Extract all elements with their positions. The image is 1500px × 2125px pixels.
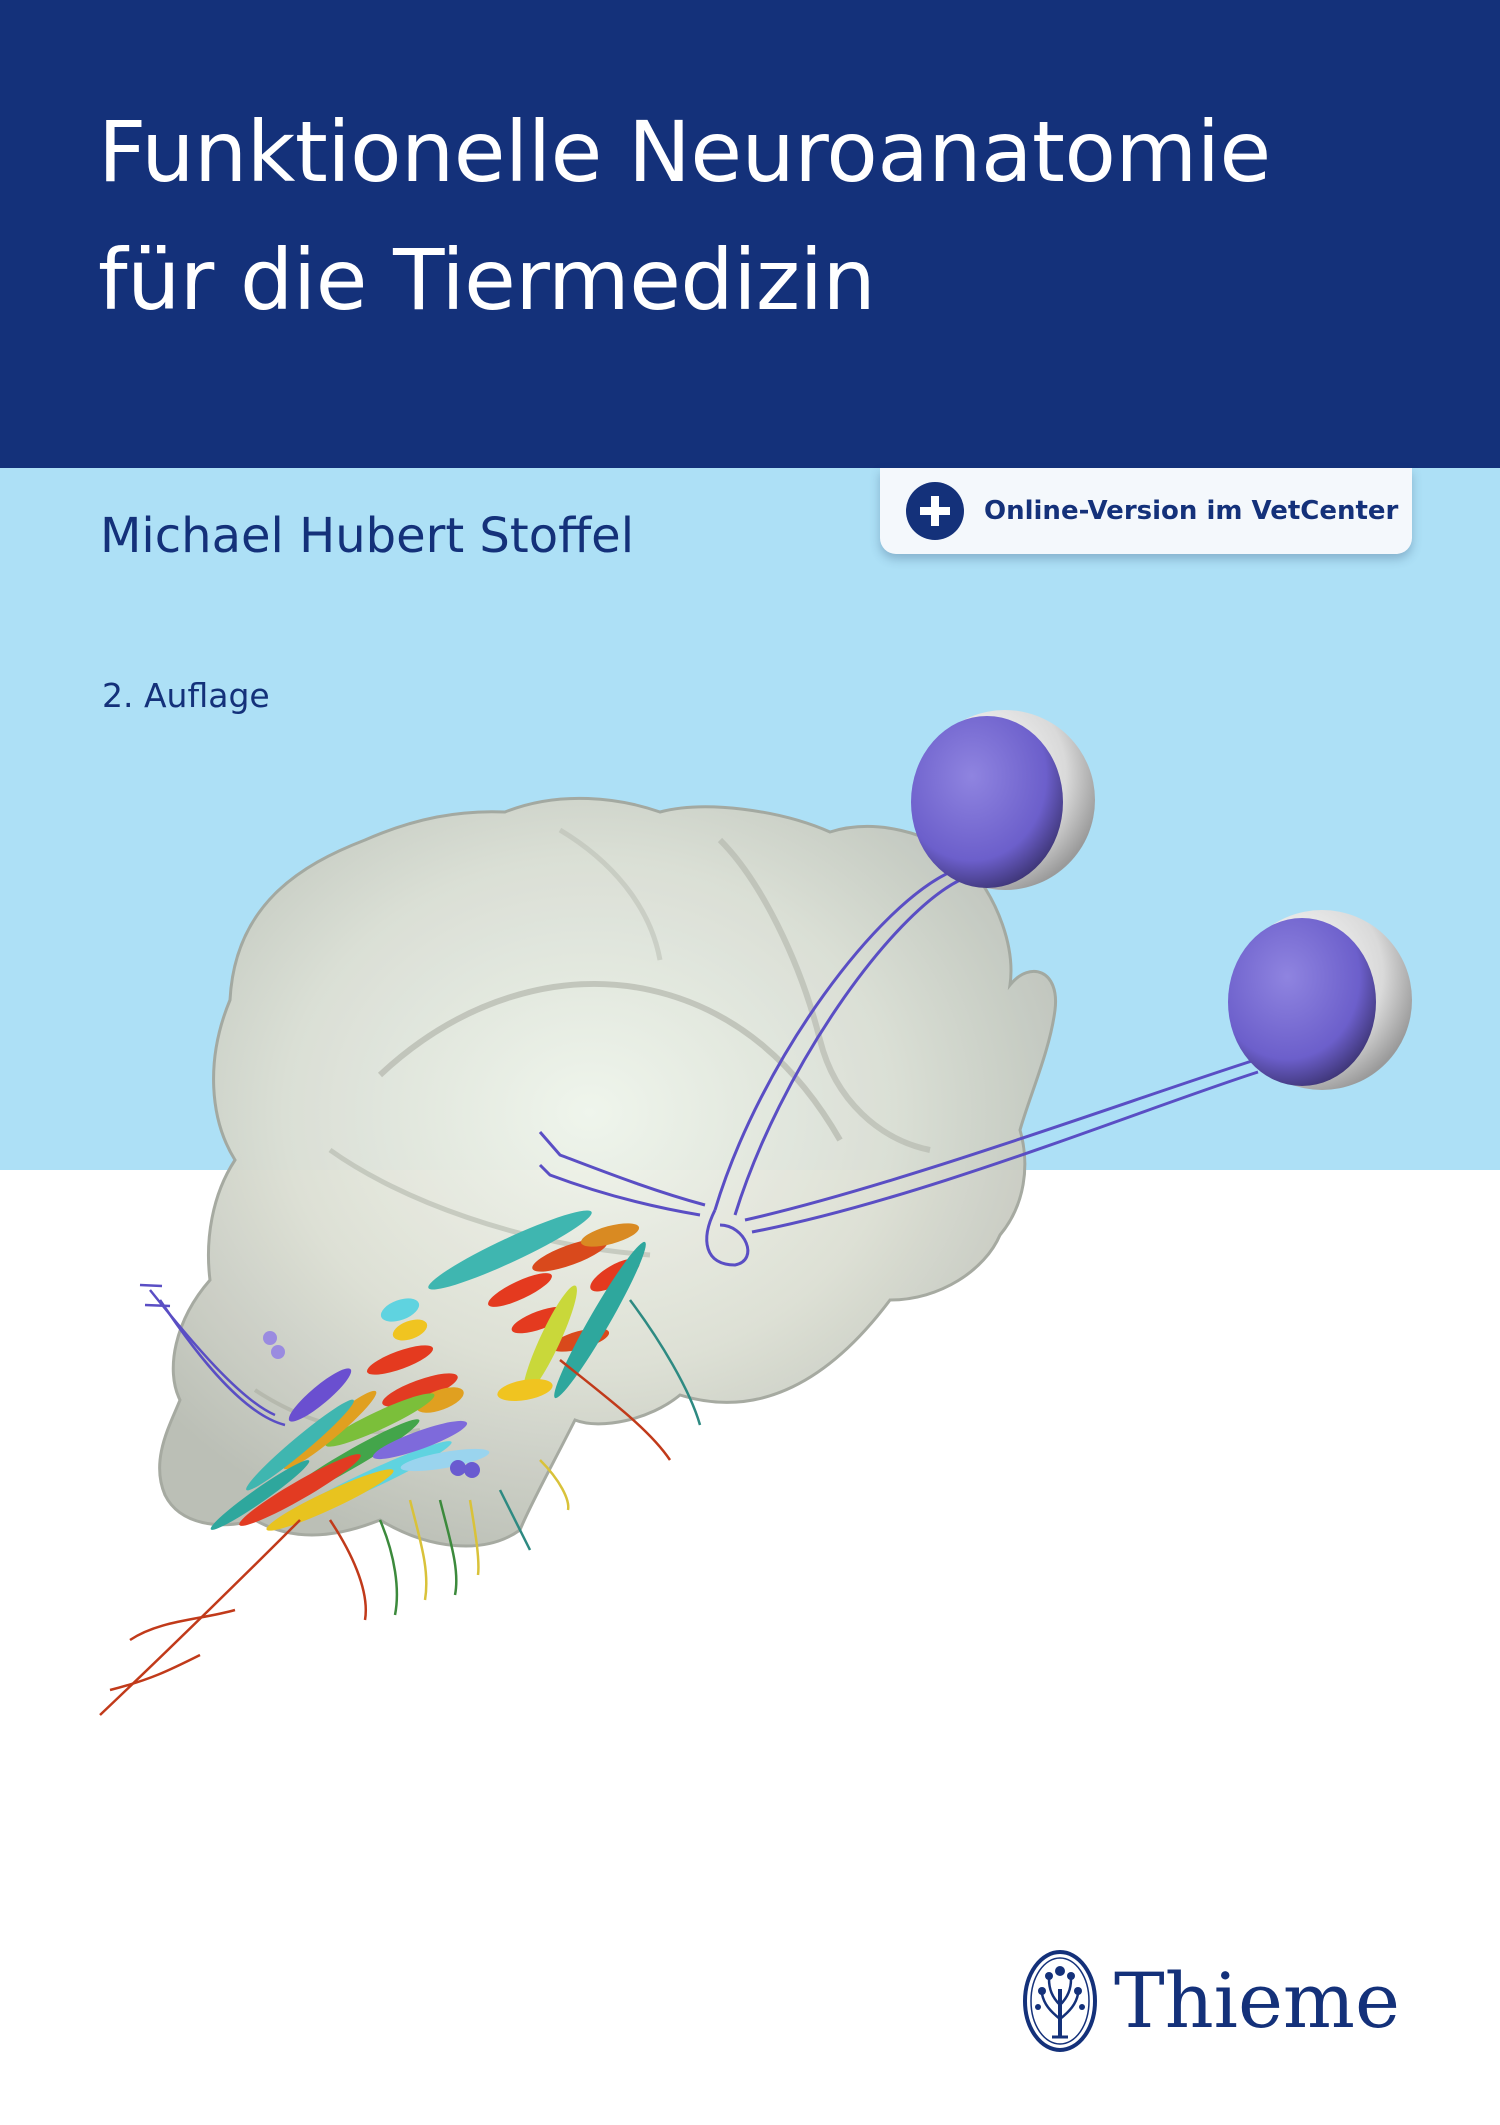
online-version-label: Online-Version im VetCenter (984, 496, 1399, 526)
eye-upper (911, 710, 1095, 890)
eye-lower (1228, 910, 1412, 1090)
tree-seal-icon (1023, 1950, 1097, 2052)
title-line-2: für die Tiermedizin (98, 231, 876, 329)
edition-label: 2. Auflage (102, 676, 270, 715)
brainstem-nuclei (210, 1210, 646, 1531)
book-title: Funktionelle Neuroanatomie für die Tierm… (98, 88, 1271, 344)
optic-nerves (538, 868, 1259, 1267)
author-name: Michael Hubert Stoffel (100, 508, 635, 564)
header-band (0, 0, 1500, 468)
online-version-badge[interactable]: Online-Version im VetCenter (880, 468, 1412, 554)
plus-circle-icon (906, 482, 964, 540)
publisher-wordmark: Thieme (1114, 1956, 1400, 2045)
publisher-logo: Thieme (1022, 1946, 1422, 2056)
cranial-nerves (99, 1283, 702, 1716)
title-line-1: Funktionelle Neuroanatomie (98, 103, 1271, 201)
